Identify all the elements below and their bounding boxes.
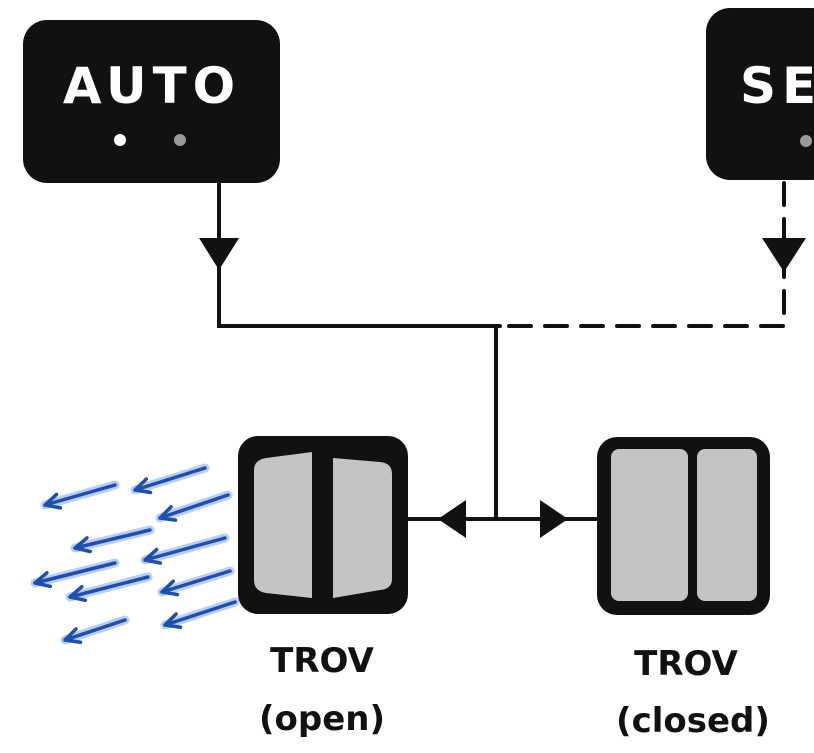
airflow-arrow-icon	[40, 480, 120, 510]
second-led-off	[800, 135, 812, 147]
auto-panel-label: AUTO	[63, 57, 241, 115]
signal-arrows	[199, 238, 806, 538]
second-signal-arrow-icon	[762, 238, 806, 272]
auto-led-on	[114, 134, 126, 146]
open-valve-left-blade	[254, 452, 312, 598]
airflow-arrow-icon	[155, 490, 233, 523]
second-panel: SE	[706, 8, 814, 180]
closed-valve-state: (closed)	[616, 701, 770, 741]
airflow-arrow-icon	[30, 558, 120, 589]
second-panel-box	[706, 8, 814, 180]
auto-led-off	[174, 134, 186, 146]
open-valve-right-blade	[333, 458, 392, 598]
airflow-arrow-icon	[160, 597, 240, 630]
open-valve-name: TROV	[270, 641, 374, 681]
auto-panel: AUTO	[23, 20, 280, 183]
second-panel-label: SE	[740, 57, 814, 115]
auto-signal-arrow-icon	[199, 238, 239, 270]
auto-panel-box	[23, 20, 280, 183]
airflow-arrow-icon	[140, 533, 230, 565]
open-valve-state: (open)	[259, 699, 385, 739]
airflow-arrow-icon	[60, 615, 130, 645]
closed-valve-name: TROV	[634, 644, 738, 684]
airflow-arrows	[30, 463, 240, 645]
airflow-arrow-icon	[65, 572, 153, 603]
auto-signal-line	[217, 181, 502, 328]
closed-valve-right-blade	[697, 449, 757, 601]
airflow-arrow-icon	[130, 463, 210, 495]
closed-valve-left-blade	[611, 449, 688, 601]
trov-valve-open	[238, 436, 408, 614]
airflow-arrow-icon	[157, 566, 235, 597]
trov-valve-closed	[597, 437, 770, 615]
closed-valve-arrow-icon	[540, 500, 568, 538]
second-signal-line-dashed	[498, 181, 786, 328]
airflow-arrow-icon	[70, 525, 155, 554]
open-valve-arrow-icon	[438, 500, 466, 538]
